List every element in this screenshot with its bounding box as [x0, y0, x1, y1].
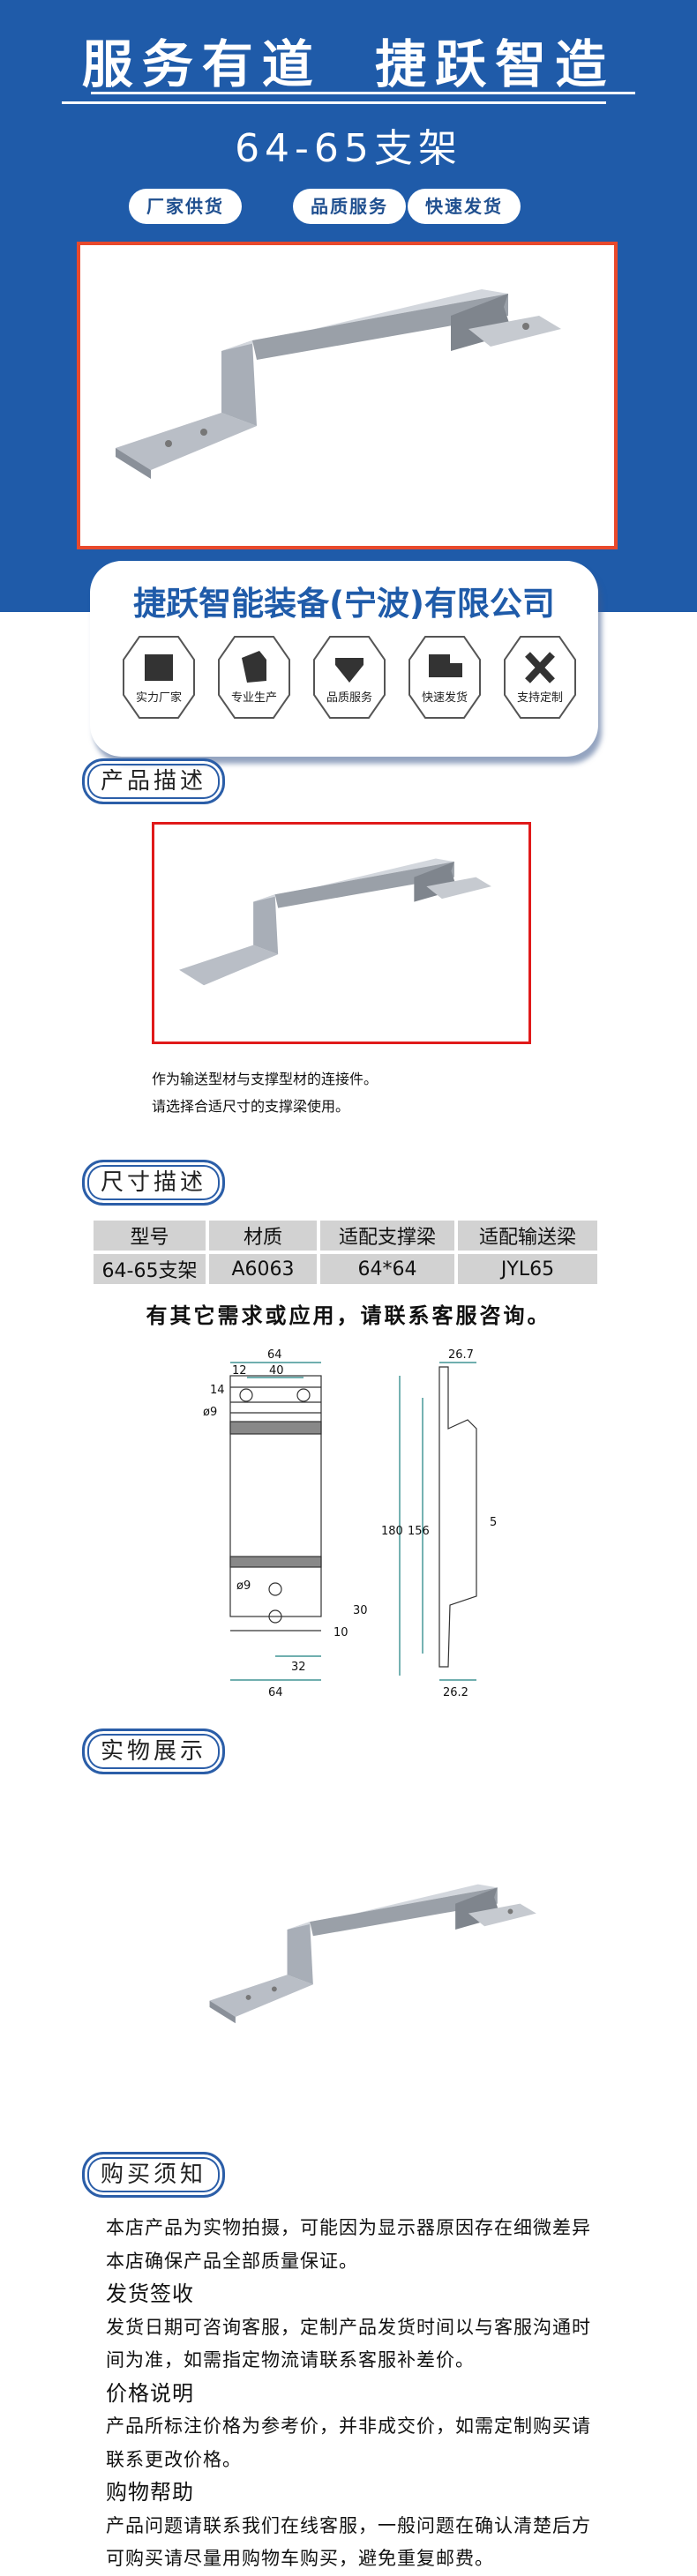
section-heading-purchase: 购买须知 [82, 2152, 225, 2198]
divider [91, 92, 635, 94]
dim-side-top: 26.7 [448, 1348, 474, 1362]
dim-side-bottom: 26.2 [443, 1686, 468, 1699]
bracket-image [116, 289, 561, 479]
display-product-photo [209, 1884, 536, 2024]
bracket-image [179, 858, 491, 986]
dim-hole-dia-bottom: ø9 [236, 1579, 251, 1593]
dim-bottom-width: 64 [268, 1686, 283, 1699]
badge-fast-delivery: 快速发货 [406, 633, 483, 721]
dim-side-thickness: 5 [490, 1516, 497, 1529]
dim-side-inner: 156 [408, 1525, 430, 1538]
technical-drawing: 64 12 40 14 ø9 ø9 30 10 32 64 26.7 180 1… [203, 1348, 497, 1699]
badge-professional-production: 专业生产 [215, 633, 293, 721]
product-title: 64-65支架 [235, 126, 462, 171]
dim-side-total: 180 [381, 1525, 403, 1538]
badge-quality-service: 品质服务 [311, 633, 388, 721]
ruler-pencil-icon [504, 636, 576, 719]
pill-fast-delivery: 快速发货 [408, 189, 521, 224]
dim-32: 32 [291, 1661, 306, 1674]
section-heading-dimensions: 尺寸描述 [82, 1160, 225, 1206]
description-product-photo [152, 822, 531, 1044]
company-card: 捷跃智能装备(宁波)有限公司 实力厂家 专业生产 品质服务 快速发货 支持定制 [90, 561, 598, 757]
dim-left-offset: 12 [232, 1364, 247, 1378]
pill-quality-service: 品质服务 [293, 189, 406, 224]
section-heading-description: 产品描述 [82, 758, 225, 804]
factory-icon [123, 636, 195, 719]
dim-width: 64 [267, 1348, 282, 1362]
dim-10: 10 [334, 1626, 348, 1639]
section-heading-display: 实物展示 [82, 1729, 225, 1774]
purchase-notice: 本店产品为实物拍摄，可能因为显示器原因存在细微差异本店确保产品全部质量保证。 发… [106, 2217, 591, 2569]
slogan: 服务有道 捷跃智造 [81, 34, 616, 94]
dim-hole-dia-top: ø9 [203, 1406, 217, 1419]
box-gear-icon [218, 636, 290, 719]
company-name: 捷跃智能装备(宁波)有限公司 [133, 585, 555, 623]
badge-customization: 支持定制 [501, 633, 579, 721]
dim-30: 30 [353, 1604, 368, 1617]
pill-factory-supply: 厂家供货 [129, 189, 242, 224]
divider [62, 101, 606, 104]
truck-icon [408, 636, 481, 719]
description-line: 请选择合适尺寸的支撑梁使用。 [152, 1098, 350, 1115]
contact-note: 有其它需求或应用，请联系客服咨询。 [146, 1303, 551, 1328]
hero-product-photo [77, 242, 618, 549]
dim-hole-spacing: 40 [269, 1364, 284, 1378]
diamond-icon [313, 636, 386, 719]
badge-strength-factory: 实力厂家 [120, 633, 198, 721]
table-header-row: 型号材质适配支撑梁适配输送梁 [94, 1221, 597, 1251]
dim-top-offset: 14 [210, 1384, 225, 1397]
description-line: 作为输送型材与支撑型材的连接件。 [152, 1071, 378, 1087]
